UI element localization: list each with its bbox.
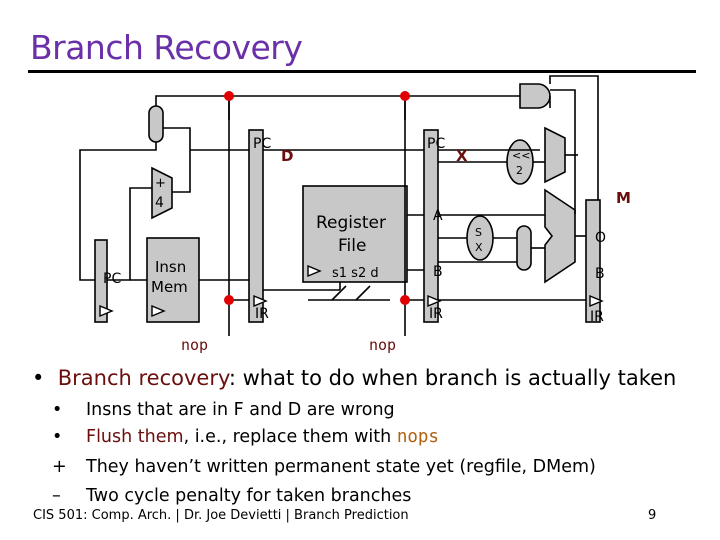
o-label: O (595, 230, 606, 246)
sub-bullet: • Flush them, i.e., replace them with nop… (52, 427, 439, 447)
footer-text: CIS 501: Comp. Arch. | Dr. Joe Devietti … (33, 508, 409, 523)
clock-triangle (307, 264, 322, 278)
junction-dot (224, 91, 234, 101)
branch-and-gate (519, 83, 551, 109)
sub-bullet-text: , i.e., replace them with (183, 427, 397, 447)
main-bullet-highlight: Branch recovery (57, 366, 229, 390)
clock-triangle (253, 294, 268, 308)
slide-title: Branch Recovery (30, 28, 303, 67)
shift-label: 2 (516, 164, 523, 177)
main-bullet: • Branch recovery: what to do when branc… (32, 366, 676, 390)
sx-label: X (475, 241, 483, 254)
bullet-marker: • (32, 366, 58, 390)
sub-bullet: – Two cycle penalty for taken branches (52, 486, 411, 506)
title-divider (28, 70, 696, 73)
ir-label-d: IR (255, 306, 269, 322)
clock-triangle (151, 304, 166, 318)
clock-triangle (427, 294, 442, 308)
alu (544, 188, 576, 284)
stage-label-x: X (456, 147, 468, 165)
sub-bullet-text: Two cycle penalty for taken branches (86, 486, 412, 506)
pc-adder (151, 166, 173, 220)
insn-mem-label: Insn (155, 258, 186, 276)
ir-label-m: IR (590, 309, 604, 325)
d-latch (248, 129, 264, 323)
regfile-ports: s1 s2 d (332, 266, 379, 281)
nop-label-d: nop (181, 336, 208, 354)
regfile-label: File (338, 236, 366, 256)
pc-mux (148, 105, 164, 143)
stage-label-m: M (616, 189, 631, 207)
sub-bullet: • Insns that are in F and D are wrong (52, 400, 395, 420)
sub-bullet-text: Insns that are in F and D are wrong (86, 400, 395, 420)
bullet-marker: • (52, 400, 63, 420)
alu-mux (516, 225, 532, 271)
m-latch (585, 199, 601, 323)
shift-unit (506, 139, 534, 185)
pc-label-x: PC (427, 136, 445, 152)
register-file (302, 185, 408, 283)
adder-four: 4 (155, 195, 164, 211)
bullet-marker: – (52, 486, 61, 506)
b-label-m: B (595, 266, 605, 282)
bullet-marker: + (52, 457, 67, 477)
junction-dot (400, 91, 410, 101)
sx-label: S (475, 226, 482, 239)
stage-label-d: D (281, 147, 293, 165)
sub-bullet-highlight: Flush them (86, 427, 184, 447)
adder-plus: + (155, 176, 166, 191)
main-bullet-text: : what to do when branch is actually tak… (228, 366, 677, 390)
page-number: 9 (648, 508, 657, 523)
sub-bullet-text: They haven’t written permanent state yet… (86, 457, 596, 477)
a-label: A (433, 208, 443, 224)
x-latch (423, 129, 439, 323)
bullet-marker: • (52, 427, 63, 447)
clock-triangle (589, 294, 604, 308)
branch-adder (544, 126, 566, 184)
clock-triangle (99, 304, 114, 318)
insn-mem-label: Mem (151, 278, 188, 296)
pipeline-diagram: PC PC PC D X M + 4 Insn Mem Register Fil… (79, 75, 631, 354)
pc-label-left: PC (103, 271, 121, 287)
pc-label-d: PC (253, 136, 271, 152)
shift-label: << (512, 149, 530, 162)
regfile-label: Register (316, 213, 386, 233)
nop-label-x: nop (369, 336, 396, 354)
pc-register (94, 239, 108, 323)
junction-dot (224, 295, 234, 305)
b-label-x: B (433, 264, 443, 280)
sub-bullet: + They haven’t written permanent state ye… (52, 457, 596, 477)
ir-label-x: IR (429, 306, 443, 322)
junction-dot (400, 295, 410, 305)
sub-bullet-code: nops (396, 427, 439, 447)
